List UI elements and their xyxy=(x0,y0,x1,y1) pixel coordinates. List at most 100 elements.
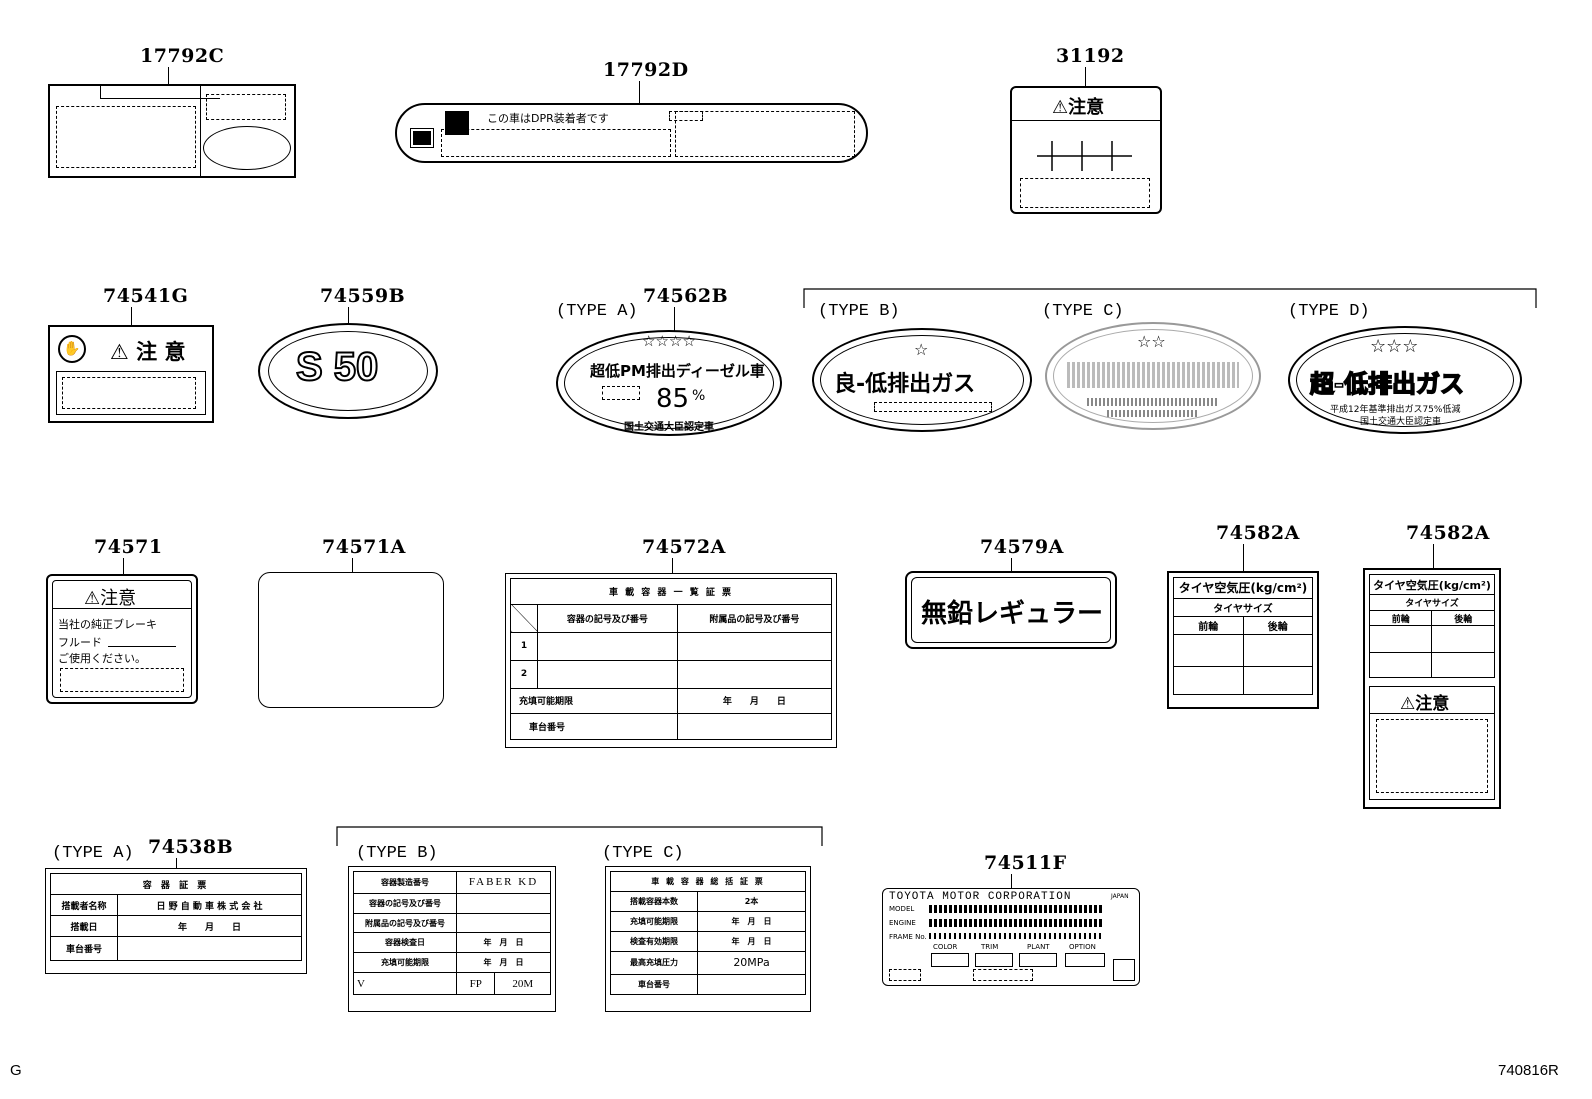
part-number-74572A: 74572A xyxy=(642,536,726,558)
table-cell xyxy=(1173,634,1244,668)
table-title: 容 器 証 票 xyxy=(50,872,302,896)
row-label: 搭載容器本数 xyxy=(610,890,698,912)
placeholder-area xyxy=(1376,719,1488,793)
divider xyxy=(52,608,192,609)
table-title: タイヤ空気圧(kg/cm²) xyxy=(1369,573,1495,596)
divider xyxy=(1370,713,1494,714)
leader-line xyxy=(1243,544,1244,572)
frame-field xyxy=(929,933,1103,939)
emission-subtext: 平成12年基準排出ガス75%低減 xyxy=(1330,405,1461,415)
leader-line xyxy=(1085,67,1086,89)
star-rating: ☆☆☆ xyxy=(1370,336,1419,357)
table-cell xyxy=(1242,666,1313,695)
inner-frame xyxy=(52,580,192,698)
caution-heading: ⚠ 注 意 xyxy=(110,340,186,364)
leader-line xyxy=(639,81,640,105)
star-rating: ☆ xyxy=(914,340,929,359)
row-label: 搭載者名称 xyxy=(50,894,118,917)
plant-box xyxy=(1019,953,1057,967)
leader-line xyxy=(672,558,673,574)
label-74541G: ✋ ⚠ 注 意 xyxy=(48,325,214,423)
table-cell: 2本 xyxy=(697,890,806,912)
table-cell: 年 月 日 xyxy=(456,952,551,974)
table-cell xyxy=(117,936,302,961)
oval-area xyxy=(203,126,291,170)
row-label: 充填可能期限 xyxy=(353,952,457,974)
label-74582A-tire-pressure-caution: タイヤ空気圧(kg/cm²) タイヤサイズ 前輪後輪 ⚠注意 xyxy=(1363,568,1501,809)
model-label: MODEL xyxy=(889,905,915,913)
faded-text-block xyxy=(1067,362,1239,388)
star-rating: ☆☆☆☆ xyxy=(642,332,696,350)
type-label: (TYPE C) xyxy=(602,844,684,863)
row-label: 充填可能期限 xyxy=(610,910,698,932)
leader-line xyxy=(352,558,353,574)
rear-wheel-label: 後輪 xyxy=(1431,609,1495,627)
leader-line xyxy=(1011,558,1012,572)
brake-text-line-2: フルード xyxy=(58,636,102,649)
row-number: 2 xyxy=(510,659,538,689)
type-label: (TYPE D) xyxy=(1288,302,1370,321)
faded-text-block xyxy=(1107,410,1197,417)
row-label: 容器検査日 xyxy=(353,932,457,954)
emission-grade-text: 良-低排出ガス xyxy=(834,372,976,397)
container-list-table: 車 載 容 器 一 覧 証 票 容器の記号及び番号 附属品の記号及び番号 1 2… xyxy=(510,578,833,740)
type-bracket xyxy=(336,826,823,846)
label-74571: ⚠注意 当社の純正ブレーキ フルード ご使用ください。 xyxy=(46,574,198,704)
shift-pattern-icon xyxy=(1037,141,1132,171)
row-label: 車台番号 xyxy=(50,936,118,961)
type-label: (TYPE A) xyxy=(556,302,638,321)
table-cell xyxy=(1431,625,1495,654)
diagonal-cell xyxy=(510,603,538,633)
placeholder-area xyxy=(889,969,921,981)
column-header: 附属品の記号及び番号 xyxy=(676,603,833,633)
sheet-code-left: G xyxy=(10,1062,22,1079)
row-label: 容器製造番号 xyxy=(353,871,457,894)
table-cell xyxy=(1242,634,1313,668)
part-number-74582A: 74582A xyxy=(1216,522,1300,544)
part-number-74562B: 74562B xyxy=(643,285,729,307)
fill-deadline-label: 充填可能期限 xyxy=(519,697,574,708)
part-number-31192: 31192 xyxy=(1056,45,1125,67)
label-74538B-type-a: 容 器 証 票 搭載者名称日 野 自 動 車 株 式 会 社 搭載日年 月 日 … xyxy=(45,868,307,974)
table-cell xyxy=(676,631,833,661)
leader-line xyxy=(674,307,675,333)
part-number-74571: 74571 xyxy=(94,536,163,558)
row-number: 1 xyxy=(510,631,538,661)
dpr-icon xyxy=(410,128,434,148)
text-area xyxy=(56,371,206,415)
part-number-74582A: 74582A xyxy=(1406,522,1490,544)
chassis-number-label: 車台番号 xyxy=(529,723,566,734)
certification-text: 国土交通大臣認定車 xyxy=(1360,417,1442,427)
pm-value: 85 xyxy=(656,384,690,414)
table-cell xyxy=(676,659,833,689)
divider xyxy=(1012,120,1160,121)
table-cell xyxy=(537,631,678,661)
placeholder-area xyxy=(602,386,640,400)
inner-oval xyxy=(820,335,1024,425)
front-wheel-label: 前輪 xyxy=(1173,615,1244,636)
table-cell: 20MPa xyxy=(697,950,806,976)
brake-text-line-1: 当社の純正ブレーキ xyxy=(58,618,157,631)
faded-text-block xyxy=(1087,398,1217,406)
table-cell xyxy=(1368,625,1433,654)
label-17792D: この車はDPR装着者です xyxy=(395,103,868,163)
trim-label: TRIM xyxy=(981,943,999,951)
label-74562B-type-a: ☆☆☆☆ 超低PM排出ディーゼル車 85 % 国土交通大臣認定車 xyxy=(556,330,782,436)
placeholder-area xyxy=(60,668,184,692)
model-field xyxy=(929,905,1103,913)
part-number-74579A: 74579A xyxy=(980,536,1064,558)
no-hand-icon: ✋ xyxy=(58,335,86,363)
emission-grade-text: 超-低排出ガス xyxy=(1309,369,1464,399)
inner-oval xyxy=(268,331,428,411)
part-number-17792C: 17792C xyxy=(140,45,225,67)
type-label: (TYPE A) xyxy=(52,844,134,863)
table-cell: 年 月 日 xyxy=(697,910,806,932)
placeholder-area xyxy=(675,111,855,157)
divider xyxy=(200,86,201,176)
frame-label: FRAME No. xyxy=(889,933,927,941)
table-cell: 20M xyxy=(494,972,551,995)
table-cell xyxy=(537,659,678,689)
